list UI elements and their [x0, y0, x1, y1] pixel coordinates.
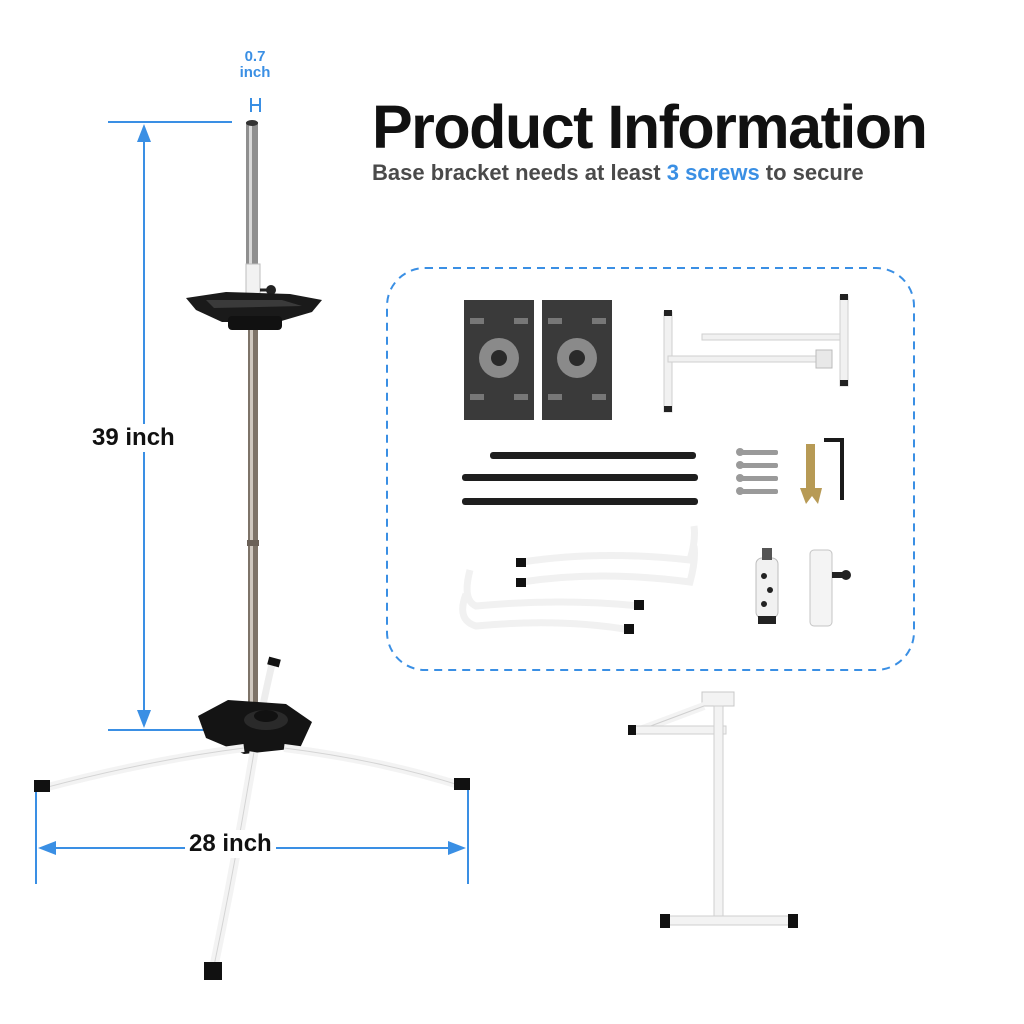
- screws-part: [736, 448, 778, 495]
- base-plate-part: [464, 300, 534, 420]
- pole-diameter-label: 0.7 inch: [226, 49, 284, 81]
- connector-part: [755, 548, 779, 624]
- t-bar-part: [663, 294, 849, 413]
- pole-diameter-value: 0.7: [244, 48, 266, 65]
- assembled-stand-image: [34, 120, 470, 980]
- subtitle-prefix: Base bracket needs at least: [372, 160, 667, 185]
- page-subtitle: Base bracket needs at least 3 screws to …: [372, 160, 932, 186]
- pole-diameter-unit: inch: [239, 64, 271, 81]
- wrench-part: [800, 444, 822, 504]
- parts-kit-image: [459, 294, 851, 634]
- clamp-part: [809, 549, 851, 627]
- leg-caps: [516, 558, 644, 634]
- width-label: 28 inch: [185, 830, 276, 858]
- parts-kit-frame: [386, 267, 915, 671]
- base-plate-part: [542, 300, 612, 420]
- t-frame-image: [628, 691, 798, 928]
- curved-legs-part: [459, 525, 698, 634]
- subtitle-suffix: to secure: [759, 160, 864, 185]
- hex-key-part: [824, 438, 844, 500]
- page-title: Product Information: [372, 93, 928, 161]
- diameter-dimension-marker: [250, 98, 261, 112]
- pole-rods-part: [462, 452, 698, 505]
- height-label: 39 inch: [88, 424, 179, 452]
- subtitle-highlight: 3 screws: [666, 160, 760, 185]
